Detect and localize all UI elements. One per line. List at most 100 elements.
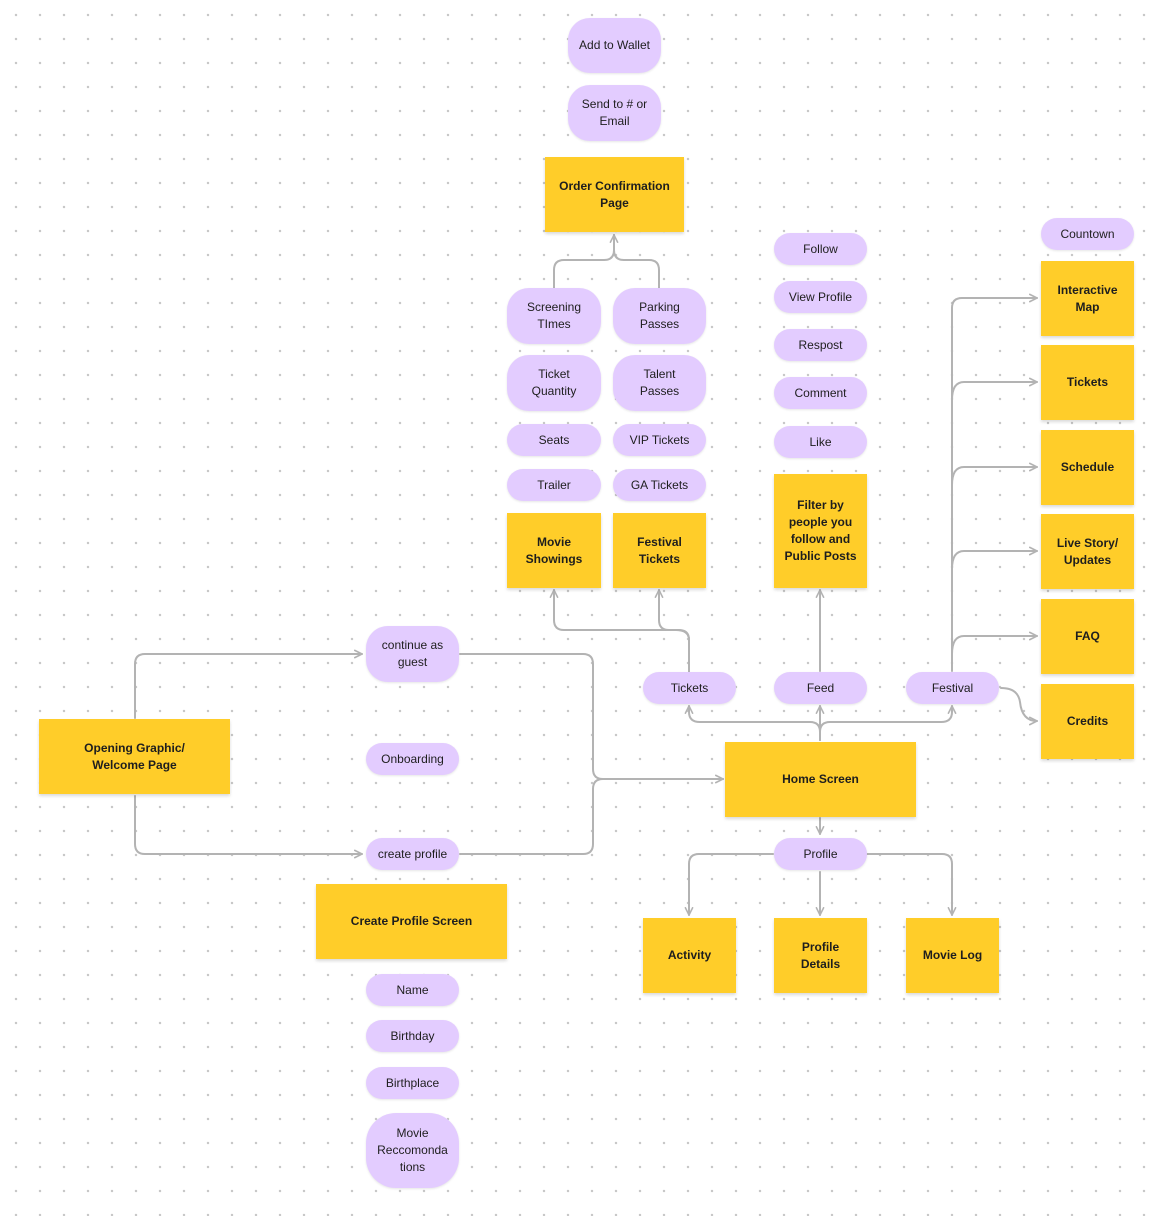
like-label: Like — [809, 434, 832, 449]
connector-parking-to-order — [613, 234, 660, 289]
comment-node[interactable]: Comment — [774, 377, 867, 409]
birthday-node[interactable]: Birthday — [366, 1020, 459, 1052]
profile-node[interactable]: Profile — [774, 838, 867, 870]
connector-tickets-to-festival-tickets — [654, 589, 690, 661]
connector-festival-to-interactive-map — [951, 293, 1038, 672]
activity-node[interactable]: Activity — [643, 918, 736, 993]
follow-node[interactable]: Follow — [774, 233, 867, 265]
opening-graphic-node[interactable]: Opening Graphic/ Welcome Page — [39, 719, 230, 794]
connector-home-to-festival — [819, 705, 957, 741]
faq-node[interactable]: FAQ — [1041, 599, 1134, 674]
screening-times-label: Screening TImes — [526, 300, 582, 331]
like-node[interactable]: Like — [774, 426, 867, 458]
faq-label: FAQ — [1075, 629, 1100, 643]
create-profile-screen-label: Create Profile Screen — [350, 914, 473, 928]
interactive-map-label: Interactive Map — [1057, 282, 1118, 314]
respost-node[interactable]: Respost — [774, 329, 867, 361]
tickets-hub-node[interactable]: Tickets — [643, 672, 736, 704]
create-profile-label: create profile — [377, 846, 448, 861]
festival-tickets-info-node[interactable]: Tickets — [1041, 345, 1134, 420]
festival-hub-node[interactable]: Festival — [906, 672, 999, 704]
order-confirmation-node[interactable]: Order Confirmation Page — [545, 157, 684, 232]
send-to-email-label: Send to # or Email — [581, 97, 648, 128]
name-label: Name — [396, 982, 429, 997]
vip-tickets-node[interactable]: VIP Tickets — [613, 424, 706, 456]
feed-label: Feed — [806, 680, 835, 695]
birthplace-label: Birthplace — [385, 1075, 440, 1090]
countown-node[interactable]: Countown — [1041, 218, 1134, 250]
continue-as-guest-label: continue as guest — [381, 638, 444, 669]
create-profile-node[interactable]: create profile — [366, 838, 459, 870]
tickets-hub-label: Tickets — [670, 680, 709, 695]
filter-by-node[interactable]: Filter by people you follow and Public P… — [774, 474, 867, 588]
ticket-quantity-node[interactable]: Ticket Quantity — [507, 355, 601, 411]
movie-log-node[interactable]: Movie Log — [906, 918, 999, 993]
follow-label: Follow — [803, 241, 838, 256]
connector-festival-to-faq — [951, 631, 1038, 655]
screening-times-node[interactable]: Screening TImes — [507, 288, 601, 344]
onboarding-label: Onboarding — [381, 751, 444, 766]
connector-festival-to-schedule — [951, 462, 1038, 486]
connector-screening-to-order — [553, 234, 619, 289]
schedule-label: Schedule — [1060, 460, 1115, 474]
interactive-map-node[interactable]: Interactive Map — [1041, 261, 1134, 336]
add-to-wallet-node[interactable]: Add to Wallet — [568, 18, 661, 73]
connector-create-profile-to-home — [459, 778, 724, 855]
movie-recommendations-label: Movie Reccomonda tions — [377, 1126, 448, 1174]
talent-passes-label: Talent Passes — [639, 367, 680, 398]
onboarding-node[interactable]: Onboarding — [366, 743, 459, 775]
ga-tickets-node[interactable]: GA Tickets — [613, 469, 706, 501]
connector-tickets-to-movie-showings — [549, 589, 690, 673]
birthday-label: Birthday — [390, 1028, 435, 1043]
profile-details-node[interactable]: Profile Details — [774, 918, 867, 993]
view-profile-label: View Profile — [788, 289, 853, 304]
credits-node[interactable]: Credits — [1041, 684, 1134, 759]
schedule-node[interactable]: Schedule — [1041, 430, 1134, 505]
home-screen-node[interactable]: Home Screen — [725, 742, 916, 817]
feed-node[interactable]: Feed — [774, 672, 867, 704]
seats-node[interactable]: Seats — [507, 424, 601, 456]
vip-tickets-label: VIP Tickets — [629, 432, 690, 447]
send-to-email-node[interactable]: Send to # or Email — [568, 85, 661, 141]
seats-label: Seats — [538, 432, 570, 447]
continue-as-guest-node[interactable]: continue as guest — [366, 626, 459, 682]
filter-by-label: Filter by people you follow and Public P… — [784, 498, 857, 563]
trailer-node[interactable]: Trailer — [507, 469, 601, 501]
live-story-node[interactable]: Live Story/ Updates — [1041, 514, 1134, 589]
movie-showings-node[interactable]: Movie Showings — [507, 513, 601, 588]
festival-tickets-node[interactable]: Festival Tickets — [613, 513, 706, 588]
connector-festival-to-credits — [1000, 687, 1038, 726]
respost-label: Respost — [798, 337, 843, 352]
birthplace-node[interactable]: Birthplace — [366, 1067, 459, 1099]
ga-tickets-label: GA Tickets — [630, 477, 689, 492]
parking-passes-node[interactable]: Parking Passes — [613, 288, 706, 344]
ticket-quantity-label: Ticket Quantity — [531, 367, 577, 398]
credits-label: Credits — [1066, 714, 1109, 728]
connector-home-to-tickets — [684, 705, 821, 741]
movie-recommendations-node[interactable]: Movie Reccomonda tions — [366, 1113, 459, 1188]
connector-profile-to-movie-log — [866, 853, 957, 916]
festival-hub-label: Festival — [931, 680, 974, 695]
view-profile-node[interactable]: View Profile — [774, 281, 867, 313]
create-profile-screen-node[interactable]: Create Profile Screen — [316, 884, 507, 959]
home-screen-label: Home Screen — [782, 772, 859, 786]
connector-guest-to-home — [459, 653, 724, 784]
connector-opening-to-create-profile — [134, 795, 363, 859]
connector-profile-to-activity — [684, 853, 774, 916]
name-node[interactable]: Name — [366, 974, 459, 1006]
movie-log-label: Movie Log — [922, 948, 983, 962]
connector-festival-to-live-story — [951, 546, 1038, 570]
talent-passes-node[interactable]: Talent Passes — [613, 355, 706, 411]
festival-tickets-info-label: Tickets — [1066, 375, 1109, 389]
connector-opening-to-guest — [134, 649, 363, 719]
movie-showings-label: Movie Showings — [525, 534, 583, 566]
trailer-label: Trailer — [537, 477, 571, 492]
profile-label: Profile — [803, 846, 838, 861]
festival-tickets-label: Festival Tickets — [637, 534, 682, 566]
countown-label: Countown — [1060, 226, 1115, 241]
opening-graphic-label: Opening Graphic/ Welcome Page — [84, 740, 185, 772]
live-story-label: Live Story/ Updates — [1056, 535, 1119, 567]
order-confirmation-label: Order Confirmation Page — [559, 178, 670, 210]
connector-festival-to-tickets — [951, 377, 1038, 401]
